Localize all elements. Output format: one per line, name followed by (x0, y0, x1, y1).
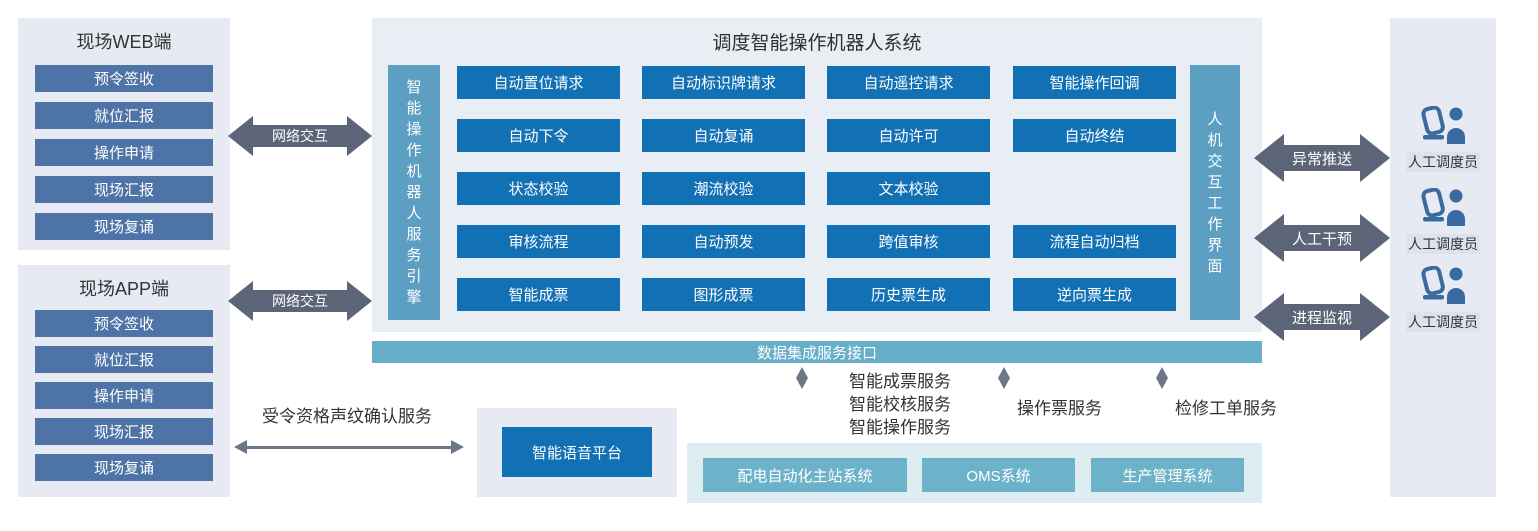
operator-at-terminal-icon (1421, 265, 1465, 304)
svc-arrow-dms (795, 367, 809, 441)
fn-text-check: 文本校验 (827, 172, 990, 205)
field-app-panel: 现场APP端 预令签收 就位汇报 操作申请 现场汇报 现场复诵 (18, 265, 230, 497)
link-exception-push-label: 异常推送 (1284, 145, 1360, 171)
arrow-shaft (247, 445, 451, 449)
dispatcher-1: 人工调度员 (1390, 105, 1496, 172)
web-node-presign: 预令签收 (35, 65, 213, 92)
app-node-inplace: 就位汇报 (35, 346, 213, 373)
fn-auto-remote: 自动遥控请求 (827, 66, 990, 99)
arrow-left-head-icon (1254, 134, 1284, 182)
operator-at-terminal-icon (1421, 105, 1465, 144)
fn-graphic-ticket: 图形成票 (642, 278, 805, 311)
service-engine-label: 智能操作机器人服务引擎 (406, 79, 422, 306)
data-integration-bus: 数据集成服务接口 (372, 341, 1262, 363)
fn-history-ticket: 历史票生成 (827, 278, 990, 311)
arrow-right-head-icon (1360, 134, 1390, 182)
dispatcher-3: 人工调度员 (1390, 265, 1496, 332)
fn-auto-order: 自动下令 (457, 119, 620, 152)
fn-auto-preissue: 自动预发 (642, 225, 805, 258)
link-exception-push: 异常推送 (1254, 134, 1390, 182)
app-node-repeat: 现场复诵 (35, 454, 213, 481)
network-arrow-app-label: 网络交互 (253, 290, 347, 312)
fn-flow-check: 潮流校验 (642, 172, 805, 205)
svc-arrow-pms (1155, 367, 1169, 441)
app-node-presign: 预令签收 (35, 310, 213, 337)
arrow-up-head-icon (796, 367, 808, 378)
web-node-report: 现场汇报 (35, 176, 213, 203)
web-node-inplace: 就位汇报 (35, 102, 213, 129)
arrow-right-head-icon (1360, 214, 1390, 262)
arrow-down-head-icon (998, 378, 1010, 389)
field-web-title: 现场WEB端 (76, 32, 172, 52)
arrow-up-head-icon (998, 367, 1010, 378)
arrow-right-head-icon (451, 440, 464, 454)
robot-system-panel: 调度智能操作机器人系统 智能操作机器人服务引擎 自动置位请求 自动标识牌请求 自… (372, 18, 1262, 332)
web-node-request: 操作申请 (35, 139, 213, 166)
svc-arrow-oms (997, 367, 1011, 441)
dispatcher-label: 人工调度员 (1406, 312, 1480, 332)
system-oms: OMS系统 (922, 458, 1075, 492)
fn-auto-finish: 自动终结 (1013, 119, 1176, 152)
svc-pms-label: 检修工单服务 (1175, 399, 1277, 418)
dispatcher-2: 人工调度员 (1390, 187, 1496, 254)
network-arrow-app: 网络交互 (228, 281, 372, 321)
link-process-monitor-label: 进程监视 (1284, 304, 1360, 330)
arrow-left-head-icon (1254, 214, 1284, 262)
robot-system-title: 调度智能操作机器人系统 (712, 33, 922, 54)
network-arrow-web: 网络交互 (228, 116, 372, 156)
fn-reverse-ticket: 逆向票生成 (1013, 278, 1176, 311)
link-manual-intervention-label: 人工干预 (1284, 225, 1360, 251)
field-app-title: 现场APP端 (78, 279, 170, 299)
svc-ticket-label: 智能成票服务 (849, 372, 951, 391)
arrow-left-head-icon (1254, 293, 1284, 341)
fn-review-flow: 审核流程 (457, 225, 620, 258)
link-process-monitor: 进程监视 (1254, 293, 1390, 341)
fn-auto-repeat: 自动复诵 (642, 119, 805, 152)
app-node-report: 现场汇报 (35, 418, 213, 445)
arrow-down-head-icon (796, 378, 808, 389)
dispatcher-label: 人工调度员 (1406, 152, 1480, 172)
dispatcher-label: 人工调度员 (1406, 234, 1480, 254)
hmi-bar-label: 人机交互工作界面 (1207, 110, 1223, 275)
voice-verify-arrow (234, 439, 464, 455)
arrow-left-head-icon (228, 116, 253, 156)
fn-auto-permit: 自动许可 (827, 119, 990, 152)
arrow-left-head-icon (228, 281, 253, 321)
arrow-right-head-icon (1360, 293, 1390, 341)
voice-platform-panel: 智能语音平台 (477, 408, 677, 497)
web-node-repeat: 现场复诵 (35, 213, 213, 240)
dispatchers-panel: 人工调度员 人工调度员 人工调度员 (1390, 18, 1496, 497)
svc-stacked-labels: 智能成票服务 智能校核服务 智能操作服务 (849, 370, 951, 439)
fn-cross-review: 跨值审核 (827, 225, 990, 258)
svc-oms-label: 操作票服务 (1017, 399, 1102, 418)
fn-auto-archive: 流程自动归档 (1013, 225, 1176, 258)
fn-auto-tag-request: 自动标识牌请求 (642, 66, 805, 99)
field-web-panel: 现场WEB端 预令签收 就位汇报 操作申请 现场汇报 现场复诵 (18, 18, 230, 250)
fn-smart-callback: 智能操作回调 (1013, 66, 1176, 99)
service-engine-bar: 智能操作机器人服务引擎 (388, 65, 440, 320)
voice-verify-service-label: 受令资格声纹确认服务 (262, 407, 432, 426)
svc-check-label: 智能校核服务 (849, 395, 951, 414)
network-arrow-web-label: 网络交互 (253, 125, 347, 147)
system-dms: 配电自动化主站系统 (703, 458, 907, 492)
external-systems-panel: 配电自动化主站系统 OMS系统 生产管理系统 (687, 443, 1262, 503)
arrow-down-head-icon (1156, 378, 1168, 389)
fn-smart-ticket: 智能成票 (457, 278, 620, 311)
arrow-right-head-icon (347, 281, 372, 321)
system-pms: 生产管理系统 (1091, 458, 1244, 492)
arrow-left-head-icon (234, 440, 247, 454)
arrow-right-head-icon (347, 116, 372, 156)
operator-at-terminal-icon (1421, 187, 1465, 226)
arrow-up-head-icon (1156, 367, 1168, 378)
hmi-bar: 人机交互工作界面 (1190, 65, 1240, 320)
app-node-request: 操作申请 (35, 382, 213, 409)
voice-platform-node: 智能语音平台 (502, 427, 652, 477)
link-manual-intervention: 人工干预 (1254, 214, 1390, 262)
svc-operate-label: 智能操作服务 (849, 418, 951, 437)
fn-state-check: 状态校验 (457, 172, 620, 205)
fn-auto-setpoint: 自动置位请求 (457, 66, 620, 99)
